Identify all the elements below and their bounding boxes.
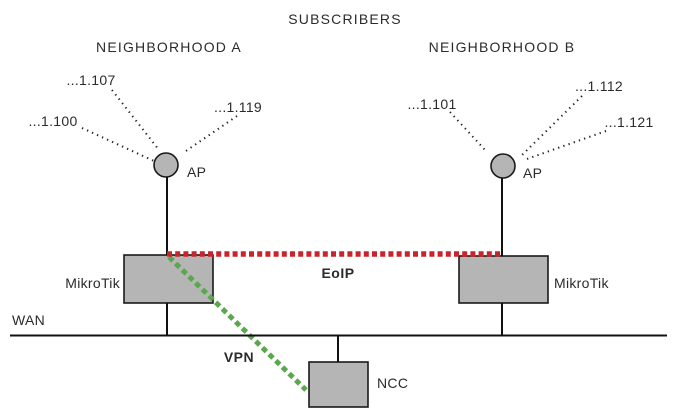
neighborhood-a-label: NEIGHBORHOOD A <box>96 39 242 55</box>
subscriber-b2-dotted-line <box>519 95 583 158</box>
vpn-label: VPN <box>224 349 254 365</box>
subscriber-a3-ip-label: ...1.119 <box>214 99 262 115</box>
mikrotik-b-box <box>458 255 549 304</box>
vpn-link-line <box>167 255 308 392</box>
subscriber-b2-ip-label: ...1.112 <box>575 78 623 94</box>
ncc-box <box>308 361 369 408</box>
neighborhood-b-label: NEIGHBORHOOD B <box>429 39 576 55</box>
ap-b-node <box>490 153 516 179</box>
mikrotik-a-box <box>123 254 214 304</box>
wan-label: WAN <box>12 312 45 328</box>
mikrotik-b-label: MikroTik <box>554 275 609 291</box>
subscriber-a1-ip-label: ...1.107 <box>66 72 115 88</box>
subscriber-a1-dotted-line <box>111 89 160 151</box>
diagram-title: SUBSCRIBERS <box>288 11 402 27</box>
subscriber-a2-ip-label: ...1.100 <box>28 113 77 129</box>
subscriber-b1-dotted-line <box>449 111 487 152</box>
ap-b-label: AP <box>523 165 542 181</box>
mikrotik-a-label: MikroTik <box>65 275 120 291</box>
ap-a-label: AP <box>187 164 206 180</box>
subscriber-b3-dotted-line <box>523 130 607 161</box>
subscriber-a3-dotted-line <box>182 115 238 154</box>
subscriber-a2-dotted-line <box>81 127 155 162</box>
eoip-label: EoIP <box>321 265 354 281</box>
subscriber-b3-ip-label: ...1.121 <box>604 114 653 130</box>
subscriber-b1-ip-label: ...1.101 <box>407 96 456 112</box>
ncc-label: NCC <box>377 375 408 391</box>
ap-a-node <box>153 152 179 178</box>
